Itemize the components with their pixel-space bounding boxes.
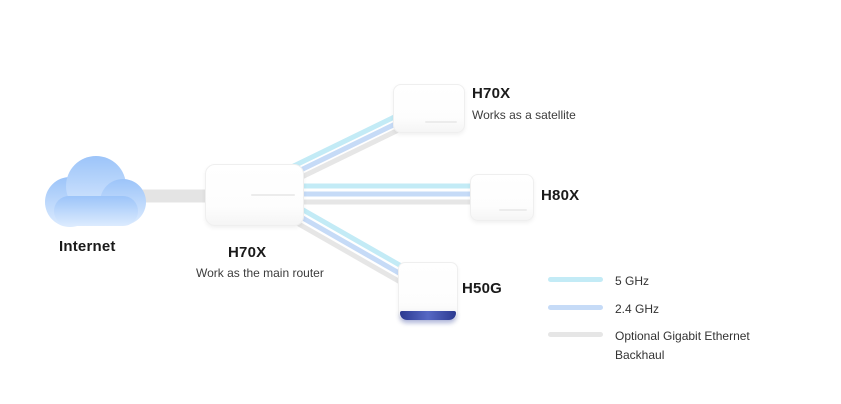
router-indicator-line (251, 194, 295, 196)
device-blue-glow (400, 311, 456, 320)
main-router-model-label: H70X (228, 244, 267, 261)
main-router-device (205, 164, 304, 226)
satellite-right-model-label: H80X (541, 187, 580, 204)
satellite-right-device (470, 174, 534, 221)
satellite-top-model-label: H70X (472, 85, 511, 102)
ethernet-line-swatch (548, 332, 603, 338)
satellite-top-description: Works as a satellite (472, 108, 576, 122)
satellite-bottom-device (398, 262, 458, 321)
legend-label: 5 GHz (615, 274, 650, 288)
24ghz-line-swatch (548, 304, 603, 310)
legend-label: 2.4 GHz (615, 301, 660, 316)
satellite-top-device (393, 84, 465, 133)
router-indicator-line (425, 121, 457, 123)
router-indicator-line (499, 209, 527, 211)
legend: 5 GHz 2.4 GHz Optional Gigabit Ethernet … (548, 272, 768, 364)
legend-label: Optional Gigabit Ethernet Backhaul (615, 329, 750, 362)
legend-item-5ghz: 5 GHz (548, 272, 768, 291)
legend-item-ethernet-backhaul: Optional Gigabit Ethernet Backhaul (548, 327, 768, 364)
satellite-bottom-model-label: H50G (462, 280, 502, 297)
legend-item-24ghz: 2.4 GHz (548, 300, 768, 319)
link-main-to-satellite-right (280, 183, 500, 205)
main-router-description: Work as the main router (196, 266, 324, 280)
internet-label: Internet (59, 238, 116, 255)
5ghz-line-swatch (548, 277, 603, 282)
internet-cloud-icon (45, 156, 146, 227)
